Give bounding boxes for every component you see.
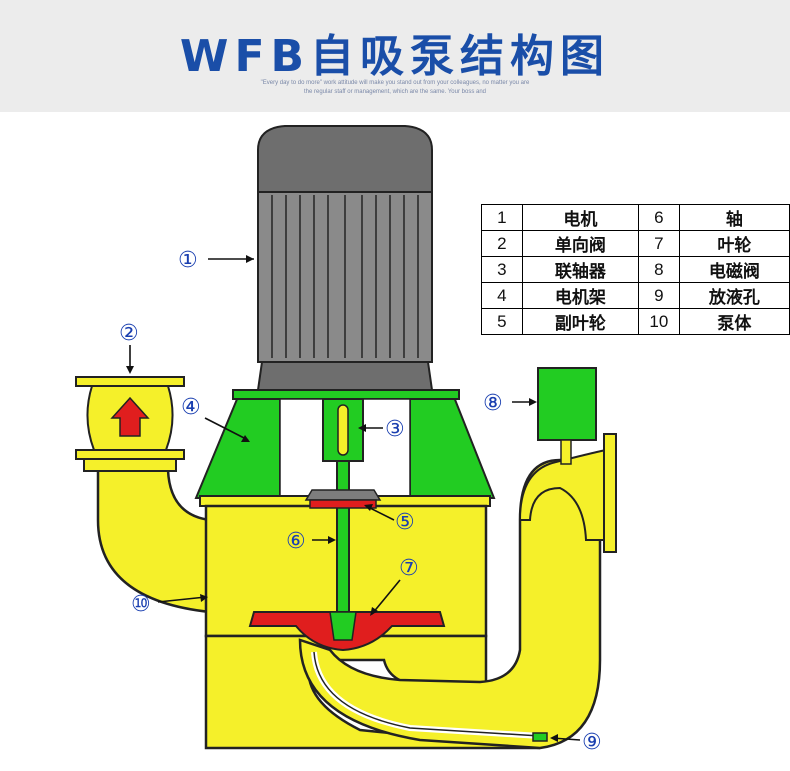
legend-num: 9 xyxy=(637,282,680,309)
legend-num: 5 xyxy=(481,308,523,335)
callout-4: ④ xyxy=(181,395,201,420)
callout-1: ① xyxy=(178,248,198,273)
subtitle-line-1: "Every day to do more" work attitude wil… xyxy=(260,80,530,86)
callout-2: ② xyxy=(119,321,139,346)
legend-name: 联轴器 xyxy=(521,256,639,283)
impeller xyxy=(248,611,446,652)
legend-name: 电磁阀 xyxy=(678,256,790,283)
legend-name: 泵体 xyxy=(678,308,790,335)
subtitle-line-2: the regular staff or management, which a… xyxy=(304,89,486,95)
motor xyxy=(256,125,434,391)
legend-num: 8 xyxy=(637,256,680,283)
pump-structure-diagram: ① ② ④ ③ ⑧ ⑤ ⑥ ⑦ ⑩ ⑨ xyxy=(75,125,617,755)
callout-5: ⑤ xyxy=(395,510,415,535)
page-title: WFB自吸泵结构图 xyxy=(179,31,611,82)
callout-3: ③ xyxy=(385,417,405,442)
callout-8: ⑧ xyxy=(483,391,503,416)
legend-name: 轴 xyxy=(678,204,790,231)
legend-name: 电机架 xyxy=(521,282,639,309)
legend-name: 副叶轮 xyxy=(521,308,639,335)
legend-name: 放液孔 xyxy=(678,282,790,309)
legend-name: 电机 xyxy=(521,204,639,231)
legend-num: 3 xyxy=(481,256,523,283)
header-banner: WFB自吸泵结构图 "Every day to do more" work at… xyxy=(0,0,790,112)
legend-num: 2 xyxy=(481,230,523,257)
legend-num: 10 xyxy=(637,308,680,335)
callout-6: ⑥ xyxy=(286,529,306,554)
shaft-assembly xyxy=(304,398,382,640)
legend-num: 4 xyxy=(481,282,523,309)
legend-name: 叶轮 xyxy=(678,230,790,257)
legend-num: 7 xyxy=(637,230,680,257)
legend-num: 1 xyxy=(481,204,523,231)
legend-num: 6 xyxy=(637,204,680,231)
legend-name: 单向阀 xyxy=(521,230,639,257)
callout-7: ⑦ xyxy=(399,556,419,581)
callout-10: ⑩ xyxy=(131,592,151,617)
callout-9: ⑨ xyxy=(582,730,602,755)
solenoid-valve xyxy=(537,367,597,465)
